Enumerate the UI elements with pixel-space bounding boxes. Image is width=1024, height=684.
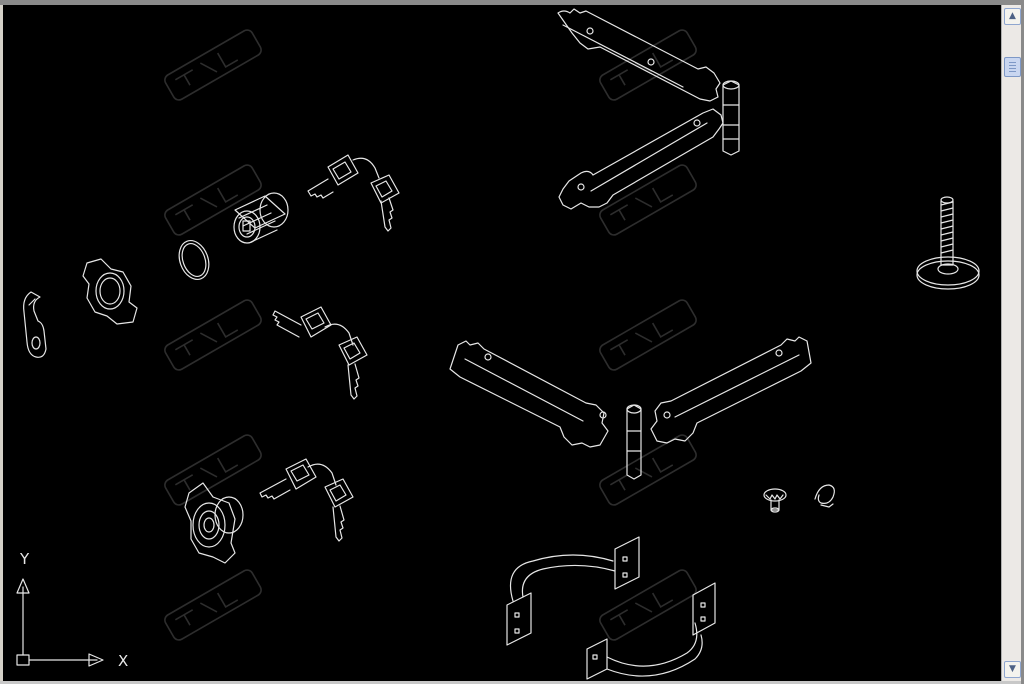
screw-washer-drawing bbox=[916, 196, 980, 290]
scroll-thumb[interactable] bbox=[1004, 57, 1021, 77]
corner-hinge-upper-drawing bbox=[557, 8, 740, 210]
key-pair-1-drawing bbox=[307, 154, 400, 232]
arrow-up-icon: ▲ bbox=[1009, 11, 1016, 21]
scroll-up-button[interactable]: ▲ bbox=[1004, 8, 1021, 25]
watermark-layer bbox=[164, 29, 697, 641]
drawing-canvas[interactable]: Y X bbox=[3, 5, 1001, 681]
corner-hinge-center-drawing bbox=[449, 336, 812, 480]
latch-hook-drawing bbox=[23, 291, 47, 358]
handle-lower-drawing bbox=[586, 582, 716, 680]
bottom-scrollbar-edge bbox=[0, 681, 1021, 684]
arrow-down-icon: ▼ bbox=[1009, 664, 1016, 674]
handle-upper-drawing bbox=[506, 536, 640, 646]
top-frame bbox=[0, 0, 1024, 5]
lock-washer-plate-drawing bbox=[82, 258, 138, 325]
right-frame bbox=[1021, 5, 1024, 684]
ucs-y-label: Y bbox=[20, 550, 30, 568]
grip-icon bbox=[1009, 62, 1016, 72]
key-pair-2-drawing bbox=[272, 306, 368, 400]
scroll-down-button[interactable]: ▼ bbox=[1004, 661, 1021, 678]
lock-cylinder-drawing bbox=[233, 192, 289, 244]
retaining-ring-drawing bbox=[178, 240, 210, 280]
small-clip-drawing bbox=[814, 484, 835, 508]
ucs-x-label: X bbox=[118, 652, 129, 670]
small-knob-drawing bbox=[763, 488, 787, 513]
vertical-scrollbar[interactable]: ▲ ▼ bbox=[1001, 5, 1022, 681]
key-pair-3-drawing bbox=[259, 458, 354, 542]
ucs-icon bbox=[16, 578, 104, 667]
drawing-svg bbox=[16, 8, 980, 680]
cam-lock-body-drawing bbox=[184, 482, 244, 564]
